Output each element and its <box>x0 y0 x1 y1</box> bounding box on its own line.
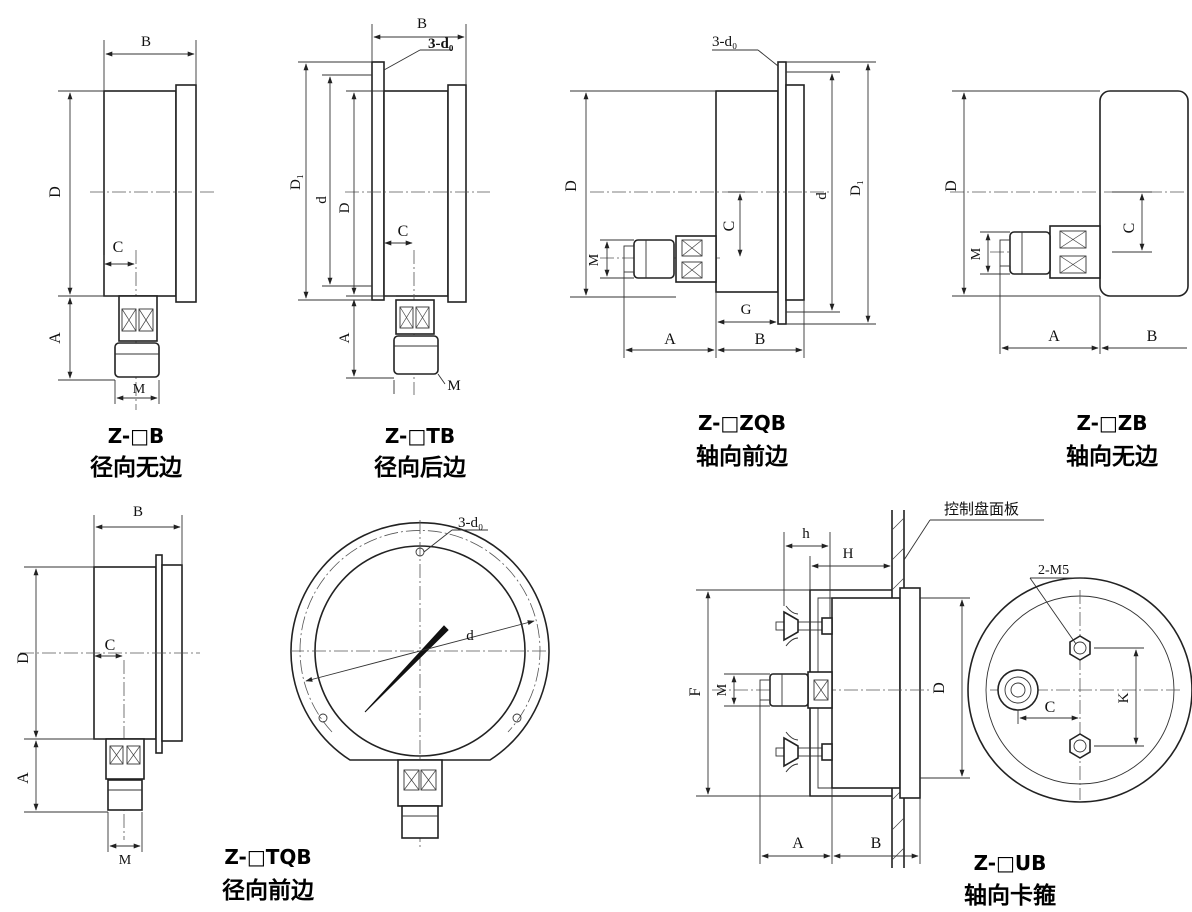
svg-text:C: C <box>1121 223 1138 234</box>
svg-text:轴向无边: 轴向无边 <box>1066 443 1159 470</box>
thread <box>107 779 143 811</box>
nut <box>769 673 809 707</box>
svg-text:Z-□TB: Z-□TB <box>385 424 455 448</box>
thread <box>401 805 439 839</box>
gauge-bezel <box>899 587 921 799</box>
nut <box>393 335 439 375</box>
svg-text:B: B <box>417 16 427 32</box>
svg-text:A: A <box>664 331 676 348</box>
svg-text:A: A <box>337 332 353 343</box>
nut <box>1009 231 1051 275</box>
svg-text:径向前边: 径向前边 <box>222 877 315 904</box>
svg-text:d: d <box>814 192 830 200</box>
svg-text:B: B <box>755 331 766 348</box>
svg-text:C: C <box>105 637 116 654</box>
wing-screw-bottom <box>775 731 833 773</box>
svg-text:B: B <box>1147 328 1158 345</box>
hex-nut-bottom <box>1069 733 1091 759</box>
socket <box>395 299 435 335</box>
svg-text:G: G <box>741 302 752 318</box>
socket <box>118 295 158 342</box>
svg-text:Z-□ZQB: Z-□ZQB <box>698 411 786 435</box>
svg-text:F: F <box>687 687 704 696</box>
label-panel: 控制盘面板 <box>944 500 1019 518</box>
view-z-tqb-radial-front: B D A C M Z-□TQB 径向前边 <box>15 504 315 904</box>
label-b: B <box>141 34 151 50</box>
svg-text:d: d <box>466 628 474 644</box>
gauge-bezel <box>175 84 197 303</box>
svg-text:K: K <box>1116 692 1132 703</box>
wing-screw-top <box>775 605 833 647</box>
label-hole: 3-d₀ <box>428 36 454 52</box>
view-z-b-radial: B D A C M Z-□B 径向无边 <box>47 34 215 481</box>
svg-text:D₁: D₁ <box>288 174 304 190</box>
svg-text:D₁: D₁ <box>848 180 864 196</box>
svg-text:Z-□UB: Z-□UB <box>974 851 1047 875</box>
svg-text:d: d <box>314 196 330 204</box>
gauge-case <box>715 90 779 293</box>
front-flange <box>155 554 163 754</box>
svg-text:D: D <box>563 180 580 192</box>
svg-text:A: A <box>1048 328 1060 345</box>
svg-text:D: D <box>931 682 948 694</box>
gauge-bezel <box>785 84 805 301</box>
label-d: D <box>47 186 64 198</box>
label-a: A <box>47 332 64 344</box>
svg-text:h: h <box>802 526 810 542</box>
svg-text:A: A <box>792 835 804 852</box>
label-m5: 2-M5 <box>1038 563 1069 578</box>
svg-text:C: C <box>1045 699 1056 716</box>
nut <box>114 342 160 378</box>
view-z-tb-radial-rear: B 3-d₀ D₁ d D A C M Z-□TB 径向后边 <box>288 16 490 481</box>
socket <box>1049 225 1101 279</box>
view-gauge-front: d 3-d₀ <box>290 515 550 850</box>
view-z-ub-rear: 2-M5 K C <box>967 563 1192 803</box>
socket <box>105 738 145 780</box>
view-z-zb-axial: D M C A B Z-□ZB 轴向无边 <box>943 90 1189 470</box>
svg-text:M: M <box>119 853 132 868</box>
nut <box>633 239 675 279</box>
port-outer <box>997 669 1039 711</box>
svg-text:B: B <box>871 835 882 852</box>
gauge-case <box>383 90 449 297</box>
socket <box>675 235 717 283</box>
label-m: M <box>133 382 146 397</box>
svg-text:C: C <box>721 221 738 232</box>
front-flange <box>777 61 787 325</box>
svg-text:3-d₀: 3-d₀ <box>712 34 737 50</box>
gauge-case <box>1099 90 1189 297</box>
svg-text:D: D <box>15 652 32 664</box>
svg-text:Z-□TQB: Z-□TQB <box>224 845 311 869</box>
svg-text:M: M <box>447 378 460 394</box>
svg-text:B: B <box>133 504 143 520</box>
svg-text:D: D <box>337 202 353 213</box>
label-c: C <box>113 239 124 256</box>
svg-text:M: M <box>715 683 730 696</box>
svg-text:3-d₀: 3-d₀ <box>458 515 483 531</box>
gauge-case <box>831 597 901 789</box>
rear-flange <box>371 61 385 301</box>
svg-text:M: M <box>587 253 602 266</box>
svg-text:H: H <box>843 546 854 562</box>
caption-model: Z-□B <box>108 424 165 448</box>
svg-text:轴向卡箍: 轴向卡箍 <box>964 882 1056 909</box>
view-z-zqb-axial-front: 3-d₀ D M C d D₁ G A B Z-□ZQB <box>563 34 876 470</box>
socket <box>397 759 443 807</box>
view-z-ub-axial-clamp-side: h H F M D A B 控制盘面板 Z-□UB 轴向卡箍 <box>687 500 1056 909</box>
gauge-bezel <box>447 84 467 303</box>
svg-text:M: M <box>969 247 984 260</box>
svg-text:Z-□ZB: Z-□ZB <box>1076 411 1147 435</box>
svg-text:轴向前边: 轴向前边 <box>696 443 789 470</box>
svg-text:径向后边: 径向后边 <box>374 454 467 481</box>
svg-text:D: D <box>943 180 960 192</box>
gauge-case <box>103 90 177 297</box>
caption-desc: 径向无边 <box>90 454 183 481</box>
svg-text:C: C <box>398 223 409 240</box>
svg-text:A: A <box>15 772 32 784</box>
